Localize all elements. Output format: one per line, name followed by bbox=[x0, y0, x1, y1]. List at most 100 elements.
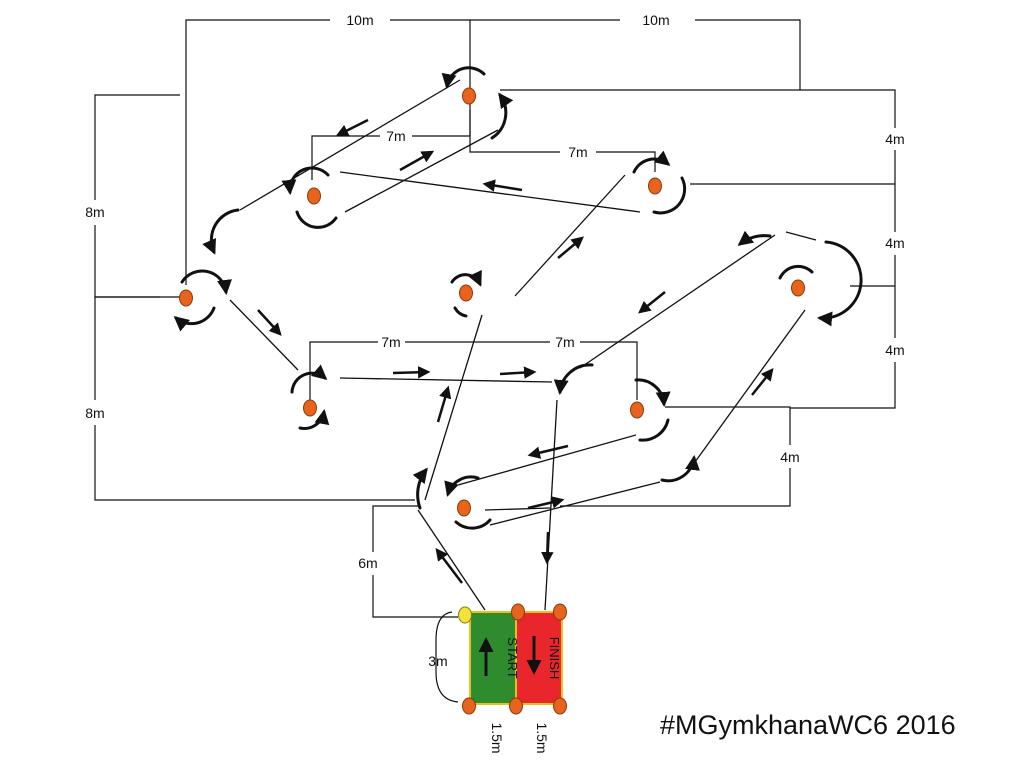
label-finish-width: 1.5m bbox=[534, 722, 550, 753]
cone bbox=[457, 499, 471, 517]
dim-line-start-a bbox=[372, 505, 418, 552]
turn-arc bbox=[202, 208, 240, 255]
start-label: START bbox=[505, 637, 520, 678]
turn-arc bbox=[454, 518, 492, 530]
path-line bbox=[339, 377, 553, 383]
arrow bbox=[527, 444, 569, 459]
arrow bbox=[638, 291, 666, 314]
turn-arcs bbox=[173, 66, 863, 530]
dim-line-left-upper-a bbox=[94, 94, 180, 200]
turn-arc bbox=[450, 269, 482, 287]
turn-arc bbox=[290, 364, 328, 394]
dim-line-top-left bbox=[185, 19, 330, 285]
dim-line-upper-7m-c bbox=[469, 110, 560, 153]
arrow bbox=[257, 309, 282, 336]
label-right-3: 4m bbox=[885, 342, 904, 358]
dim-line-right-4a bbox=[665, 406, 791, 445]
turn-arc bbox=[553, 363, 594, 395]
label-start-width: 1.5m bbox=[489, 722, 505, 753]
path-line bbox=[229, 299, 299, 371]
label-right-4: 4m bbox=[780, 449, 799, 465]
path-line bbox=[489, 481, 661, 526]
path-line bbox=[417, 509, 486, 611]
arrow bbox=[436, 385, 452, 423]
turn-arc bbox=[180, 269, 232, 295]
finish-box bbox=[515, 611, 563, 705]
path-line bbox=[344, 129, 499, 213]
dim-line-right-1 bbox=[500, 89, 896, 128]
turn-arc bbox=[632, 150, 671, 174]
path-line bbox=[694, 309, 806, 463]
dim-line-top-middle bbox=[390, 19, 471, 90]
dim-line-left-lower-b bbox=[94, 425, 415, 501]
label-upper-left: 7m bbox=[386, 128, 405, 144]
turn-arc bbox=[295, 210, 338, 229]
arrow bbox=[541, 531, 554, 565]
cone bbox=[462, 87, 476, 105]
dim-line-right-3c bbox=[790, 362, 896, 409]
turn-arc bbox=[652, 176, 687, 215]
label-right-1: 4m bbox=[885, 131, 904, 147]
event-hashtag: #MGymkhanaWC6 2016 bbox=[660, 710, 956, 740]
finish-label: FINISH bbox=[547, 637, 562, 680]
turn-arc bbox=[173, 306, 216, 332]
path-line bbox=[239, 79, 461, 211]
arrow bbox=[335, 118, 369, 137]
dimension-lines bbox=[94, 19, 896, 703]
cone bbox=[553, 603, 567, 621]
cone bbox=[307, 187, 321, 205]
start-box bbox=[469, 611, 517, 705]
label-left-upper: 8m bbox=[85, 204, 104, 220]
dimension-labels: 10m 10m 7m 7m 7m 7m 8m 8m 4m 4m 4m 4m 6m… bbox=[85, 12, 904, 754]
turn-arc bbox=[778, 264, 814, 280]
turn-arc bbox=[441, 66, 486, 89]
cone bbox=[509, 697, 523, 715]
cone bbox=[459, 284, 473, 302]
start-finish-area: START FINISH bbox=[458, 603, 567, 715]
arrow bbox=[527, 496, 565, 510]
cone bbox=[791, 279, 805, 297]
turn-arc bbox=[298, 409, 330, 430]
turn-arc bbox=[638, 418, 670, 442]
cone bbox=[303, 399, 317, 417]
path-line bbox=[785, 231, 817, 241]
path-line bbox=[579, 234, 776, 369]
turn-arc bbox=[660, 455, 700, 483]
turn-arc bbox=[444, 475, 480, 497]
arrow bbox=[392, 366, 431, 379]
dim-bracket-box-length bbox=[435, 611, 459, 703]
label-left-lower: 8m bbox=[85, 405, 104, 421]
dim-line-right-4b bbox=[560, 468, 791, 507]
label-right-2: 4m bbox=[885, 235, 904, 251]
cone bbox=[553, 697, 567, 715]
cone bbox=[462, 697, 476, 715]
arrow bbox=[435, 548, 463, 584]
label-upper-right: 7m bbox=[568, 144, 587, 160]
label-box-length: 3m bbox=[428, 653, 447, 669]
dim-line-mid-7m-c bbox=[580, 341, 638, 400]
dim-line-left-lower-a bbox=[94, 296, 180, 400]
turn-arc bbox=[453, 306, 468, 318]
label-start-gap: 6m bbox=[358, 555, 377, 571]
direction-arrows bbox=[257, 118, 774, 584]
arrow bbox=[751, 368, 774, 396]
dim-line-top-right bbox=[695, 19, 801, 90]
cone bbox=[648, 177, 662, 195]
path-line bbox=[339, 171, 641, 213]
turn-arc bbox=[281, 166, 330, 195]
label-top-right: 10m bbox=[642, 12, 669, 28]
path-line bbox=[544, 399, 558, 611]
cones bbox=[179, 87, 805, 517]
path-line bbox=[514, 174, 626, 297]
path-line bbox=[457, 434, 637, 486]
arrow bbox=[482, 179, 523, 192]
path-line bbox=[424, 314, 483, 501]
dim-line-upper-7m-a bbox=[311, 135, 380, 180]
turn-arc bbox=[490, 92, 514, 140]
cone bbox=[630, 401, 644, 419]
start-marker-cone bbox=[458, 606, 472, 624]
dim-line-upper-7m-b bbox=[412, 100, 471, 137]
label-middle-left: 7m bbox=[381, 334, 400, 350]
turn-arc bbox=[817, 240, 863, 327]
